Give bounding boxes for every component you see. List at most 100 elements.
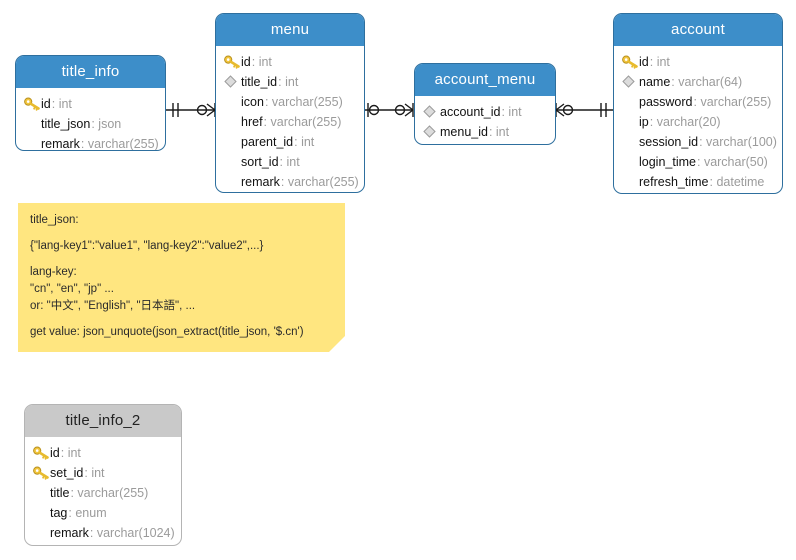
field-type: varchar(255) <box>271 95 343 109</box>
note-text: title_json: {"lang-key1":"value1", "lang… <box>18 203 345 339</box>
field-row[interactable]: title: varchar(255) <box>25 483 181 503</box>
field-row[interactable]: remark: varchar(255) <box>216 172 364 192</box>
no-marker-icon <box>622 94 639 110</box>
note-line: {"lang-key1":"value1", "lang-key2":"valu… <box>30 240 264 252</box>
field-name: id <box>639 55 649 69</box>
field-name: title <box>50 486 70 500</box>
field-name: tag <box>50 506 68 520</box>
entity-account_menu[interactable]: account_menu account_id: int menu_id: in… <box>414 63 556 145</box>
entity-fields-title_info_2: id: int set_id: int title: varchar(255) … <box>25 437 181 545</box>
field-row[interactable]: set_id: int <box>25 463 181 483</box>
field-name: title_json <box>41 117 91 131</box>
field-name: ip <box>639 115 649 129</box>
field-row[interactable]: login_time: varchar(50) <box>614 152 782 172</box>
entity-fields-title_info: id: int title_json: json remark: varchar… <box>16 88 165 151</box>
field-row[interactable]: parent_id: int <box>216 132 364 152</box>
note-line: lang-key: <box>30 266 77 278</box>
field-name: session_id <box>639 135 699 149</box>
field-type: varchar(100) <box>706 135 777 149</box>
note-line: get value: json_unquote(json_extract(tit… <box>30 326 304 338</box>
entity-fields-menu: id: int title_id: int icon: varchar(255)… <box>216 46 364 192</box>
field-row[interactable]: id: int <box>614 52 782 72</box>
field-row[interactable]: remark: varchar(1024) <box>25 523 181 543</box>
field-row[interactable]: ip: varchar(20) <box>614 112 782 132</box>
note-title_json[interactable]: title_json: {"lang-key1":"value1", "lang… <box>18 203 345 352</box>
field-row[interactable]: session_id: varchar(100) <box>614 132 782 152</box>
no-marker-icon <box>622 134 639 150</box>
no-marker-icon <box>622 154 639 170</box>
entity-account[interactable]: account id: int name: varchar(64) passwo… <box>613 13 783 194</box>
field-type: varchar(20) <box>656 115 721 129</box>
no-marker-icon <box>24 136 41 150</box>
entity-title_info[interactable]: title_info id: int title_json: json rema… <box>15 55 166 151</box>
no-marker-icon <box>622 174 639 190</box>
key-icon <box>622 55 639 71</box>
entity-title-account: account <box>614 14 782 46</box>
field-row[interactable]: id: int <box>216 52 364 72</box>
no-marker-icon <box>622 114 639 130</box>
field-row[interactable]: tag: enum <box>25 503 181 523</box>
no-marker-icon <box>224 174 241 190</box>
field-row[interactable]: name: varchar(64) <box>614 72 782 92</box>
field-row[interactable]: refresh_time: datetime <box>614 172 782 192</box>
entity-title-account_menu: account_menu <box>415 64 555 96</box>
no-marker-icon <box>33 485 50 501</box>
field-row[interactable]: icon: varchar(255) <box>216 92 364 112</box>
relationship-menu-account_menu <box>365 103 414 117</box>
field-type: int <box>301 135 315 149</box>
field-row[interactable]: href: varchar(255) <box>216 112 364 132</box>
field-row[interactable]: remark: varchar(255) <box>16 134 165 151</box>
field-type: varchar(64) <box>678 75 743 89</box>
no-marker-icon <box>224 94 241 110</box>
field-type: varchar(255) <box>270 115 342 129</box>
diamond-icon <box>622 75 639 91</box>
field-row[interactable]: id: int <box>16 94 165 114</box>
key-icon <box>224 55 241 71</box>
field-row[interactable]: id: int <box>25 443 181 463</box>
field-row[interactable]: password: varchar(255) <box>614 92 782 112</box>
field-type: json <box>98 117 122 131</box>
field-name: id <box>241 55 251 69</box>
relationship-account_menu-account <box>555 103 613 117</box>
field-row[interactable]: menu_id: int <box>415 122 555 142</box>
field-name: refresh_time <box>639 175 709 189</box>
field-name: remark <box>50 526 89 540</box>
key-icon <box>33 466 50 482</box>
field-name: login_time <box>639 155 696 169</box>
note-line: "cn", "en", "jp" ... <box>30 283 114 295</box>
no-marker-icon <box>24 116 41 132</box>
field-type: int <box>495 125 510 139</box>
field-name: set_id <box>50 466 84 480</box>
field-row[interactable]: account_id: int <box>415 102 555 122</box>
field-row[interactable]: title_id: int <box>216 72 364 92</box>
entity-title_info_2[interactable]: title_info_2 id: int set_id: int title: … <box>24 404 182 546</box>
entity-fields-account: id: int name: varchar(64) password: varc… <box>614 46 782 193</box>
field-name: icon <box>241 95 264 109</box>
no-marker-icon <box>33 525 50 541</box>
field-name: password <box>639 95 693 109</box>
note-line: title_json: <box>30 214 79 226</box>
key-icon <box>33 446 50 462</box>
field-row[interactable]: sort_id: int <box>216 152 364 172</box>
no-marker-icon <box>224 154 241 170</box>
field-name: menu_id <box>440 125 488 139</box>
diamond-icon <box>423 125 440 141</box>
field-type: datetime <box>716 175 765 189</box>
entity-menu[interactable]: menu id: int title_id: int icon: varchar… <box>215 13 365 193</box>
field-name: id <box>50 446 60 460</box>
field-type: int <box>58 97 72 111</box>
field-name: parent_id <box>241 135 294 149</box>
field-name: href <box>241 115 263 129</box>
entity-title-menu: menu <box>216 14 364 46</box>
field-name: remark <box>241 175 280 189</box>
no-marker-icon <box>224 134 241 150</box>
diamond-icon <box>423 105 440 121</box>
field-name: remark <box>41 137 80 151</box>
no-marker-icon <box>224 114 241 130</box>
field-name: name <box>639 75 671 89</box>
field-name: sort_id <box>241 155 279 169</box>
field-type: varchar(255) <box>700 95 772 109</box>
entity-title-title_info_2: title_info_2 <box>25 405 181 437</box>
field-row[interactable]: title_json: json <box>16 114 165 134</box>
